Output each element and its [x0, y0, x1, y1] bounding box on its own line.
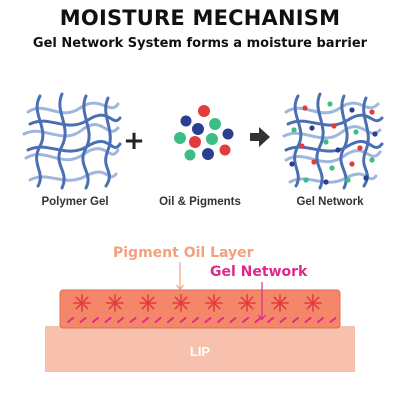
gel-network-strands: [67, 317, 337, 323]
lip-layer: [45, 326, 355, 372]
gel-strand: [192, 317, 199, 323]
gel-strand: [79, 317, 87, 323]
gel-strand: [142, 317, 149, 323]
gel-strand: [204, 317, 212, 323]
pigment-particle: [271, 294, 289, 312]
arrow-right-icon: [250, 127, 270, 147]
pigment-particle: [304, 294, 322, 312]
gel-strand: [154, 317, 162, 323]
pigment-particle: [139, 294, 157, 312]
gel-strand: [229, 317, 237, 323]
pigment-particles: [73, 294, 322, 312]
step-label-polymer-gel: Polymer Gel: [41, 196, 109, 208]
step-label-oil-pigments: Oil & Pigments: [159, 196, 241, 208]
gel-network-pointer: [258, 282, 266, 321]
gel-strand: [104, 317, 112, 323]
gel-strand: [92, 317, 99, 323]
pigment-oil-layer: [59, 289, 341, 329]
gel-strand: [179, 317, 187, 323]
page-subtitle: Gel Network System forms a moisture barr…: [32, 36, 368, 51]
gel-strand: [217, 317, 224, 323]
gel-strand: [329, 317, 337, 323]
gel-strand: [279, 317, 287, 323]
gel-network-illustration: [282, 92, 384, 190]
gel-strand: [292, 317, 299, 323]
polymer-gel-illustration: [22, 92, 122, 190]
pigment-particle: [205, 294, 223, 312]
step-label-gel-network: Gel Network: [296, 196, 364, 208]
page-title: MOISTURE MECHANISM: [59, 6, 341, 30]
gel-strand: [304, 317, 312, 323]
plus-icon: +: [123, 126, 145, 156]
gel-strand: [129, 317, 137, 323]
gel-strand: [242, 317, 249, 323]
pigment-particle: [238, 294, 256, 312]
oil-pigments-illustration: [174, 105, 234, 161]
pigment-particle: [73, 294, 91, 312]
gel-strand: [267, 317, 274, 323]
gel-strand: [67, 317, 74, 323]
gel-strand: [167, 317, 174, 323]
lip-label: LIP: [189, 344, 211, 359]
pigment-oil-pointer: [176, 262, 184, 291]
pigment-oil-layer-label: Pigment Oil Layer: [113, 245, 254, 261]
gel-strand: [254, 317, 262, 323]
gel-strand: [117, 317, 124, 323]
gel-network-label: Gel Network: [210, 264, 308, 280]
pigment-particle: [106, 294, 124, 312]
gel-strand: [317, 317, 324, 323]
pigment-particle: [172, 294, 190, 312]
